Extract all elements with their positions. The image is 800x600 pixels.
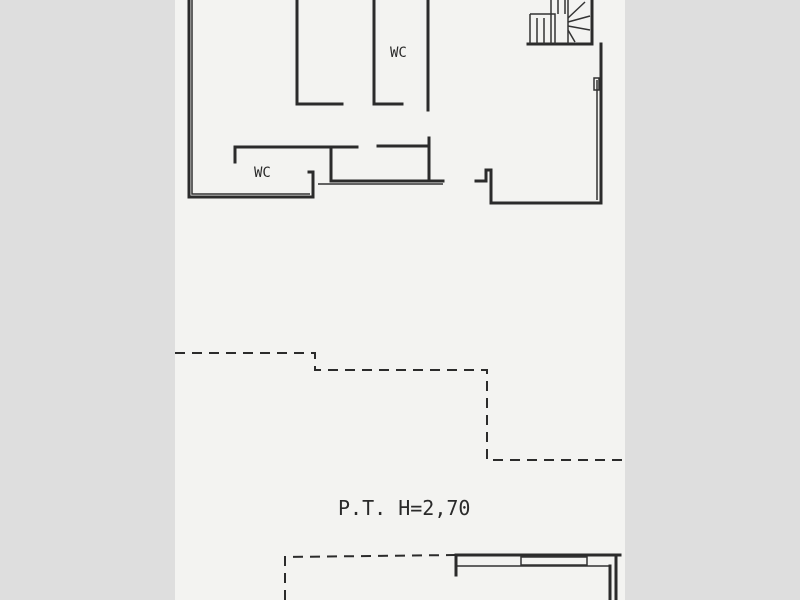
dashed-outline-middle — [175, 352, 625, 461]
staircase — [526, 0, 594, 46]
floor-height-label: P.T. H=2,70 — [338, 496, 470, 520]
upper-walls — [187, 0, 603, 205]
paper-sheet — [175, 0, 625, 600]
room-label-wc-lower: WC — [254, 165, 271, 181]
room-label-wc-upper: WC — [390, 45, 407, 61]
lower-walls — [284, 553, 622, 600]
